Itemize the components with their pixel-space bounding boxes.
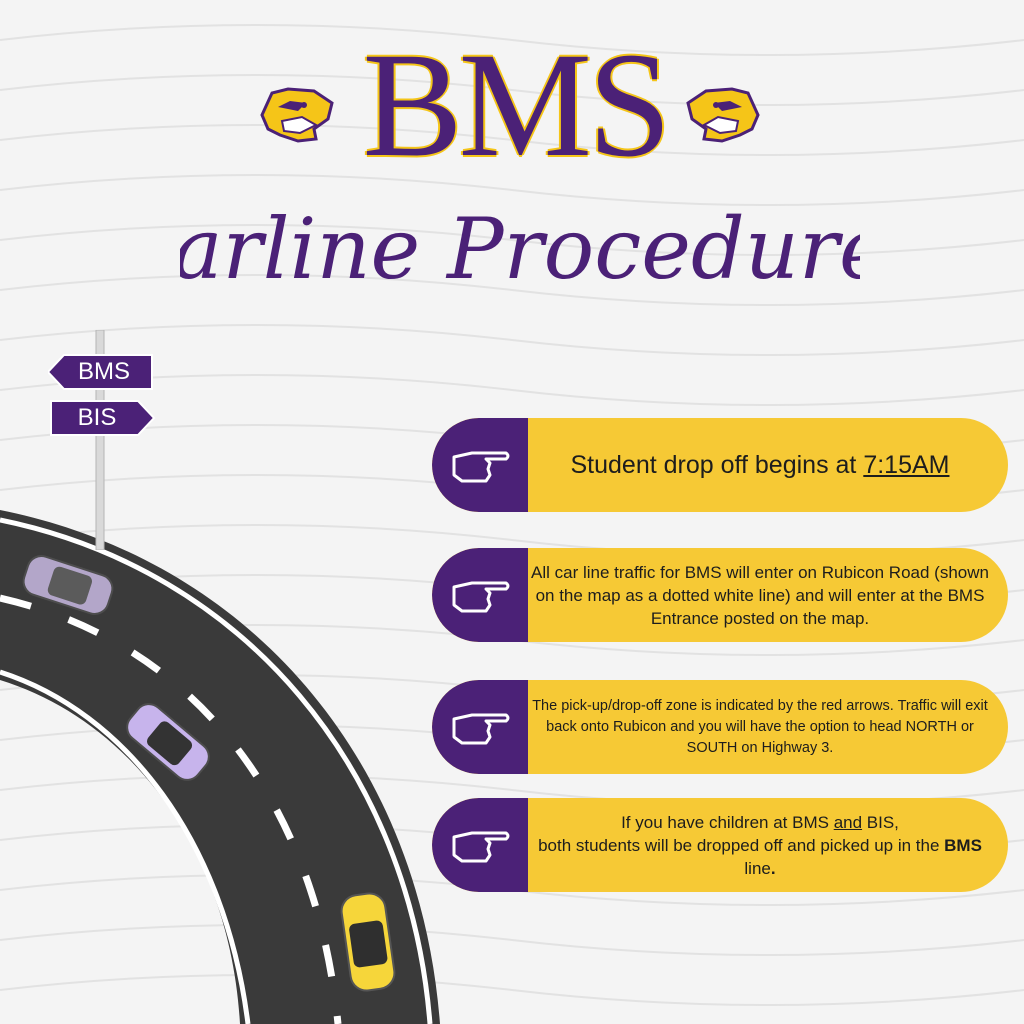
sign-bms-shape — [48, 354, 153, 390]
tiger-mascot-icon — [260, 87, 334, 143]
page-title: BMS — [362, 22, 672, 188]
tiger-mascot-icon — [686, 87, 760, 143]
tab-bg — [432, 798, 528, 892]
tab-bg — [432, 548, 528, 642]
procedure-item-3: The pick-up/drop-off zone is indicated b… — [432, 680, 1008, 774]
procedure-item-2: All car line traffic for BMS will enter … — [432, 548, 1008, 642]
car-lavender-2 — [126, 703, 210, 781]
item-text: All car line traffic for BMS will enter … — [531, 562, 989, 628]
pointing-hand-icon — [452, 831, 510, 863]
sign-bms: BMS — [77, 358, 130, 385]
page-subtitle: Carline Procedures — [180, 200, 860, 298]
pointing-hand-icon — [452, 451, 510, 483]
car-yellow — [340, 892, 396, 992]
sign-bis-shape — [50, 400, 156, 436]
pointing-hand-icon — [452, 581, 510, 613]
tab-bg — [432, 680, 528, 774]
item-text: If you have children at BMS and BIS,both… — [538, 812, 982, 878]
sign-bis: BIS — [77, 404, 117, 431]
pointing-hand-icon — [452, 713, 510, 745]
tab-bg — [432, 418, 528, 512]
car-lavender-1 — [22, 555, 114, 615]
road-illustration — [0, 510, 440, 1024]
item-text: The pick-up/drop-off zone is indicated b… — [532, 697, 988, 756]
procedure-item-1: Student drop off begins at 7:15AM — [432, 418, 1008, 512]
item-text: Student drop off begins at 7:15AM — [570, 450, 950, 479]
procedure-item-4: If you have children at BMS and BIS,both… — [432, 798, 1008, 892]
sign-pole — [95, 330, 105, 550]
subtitle-text: Carline Procedures — [180, 200, 860, 298]
